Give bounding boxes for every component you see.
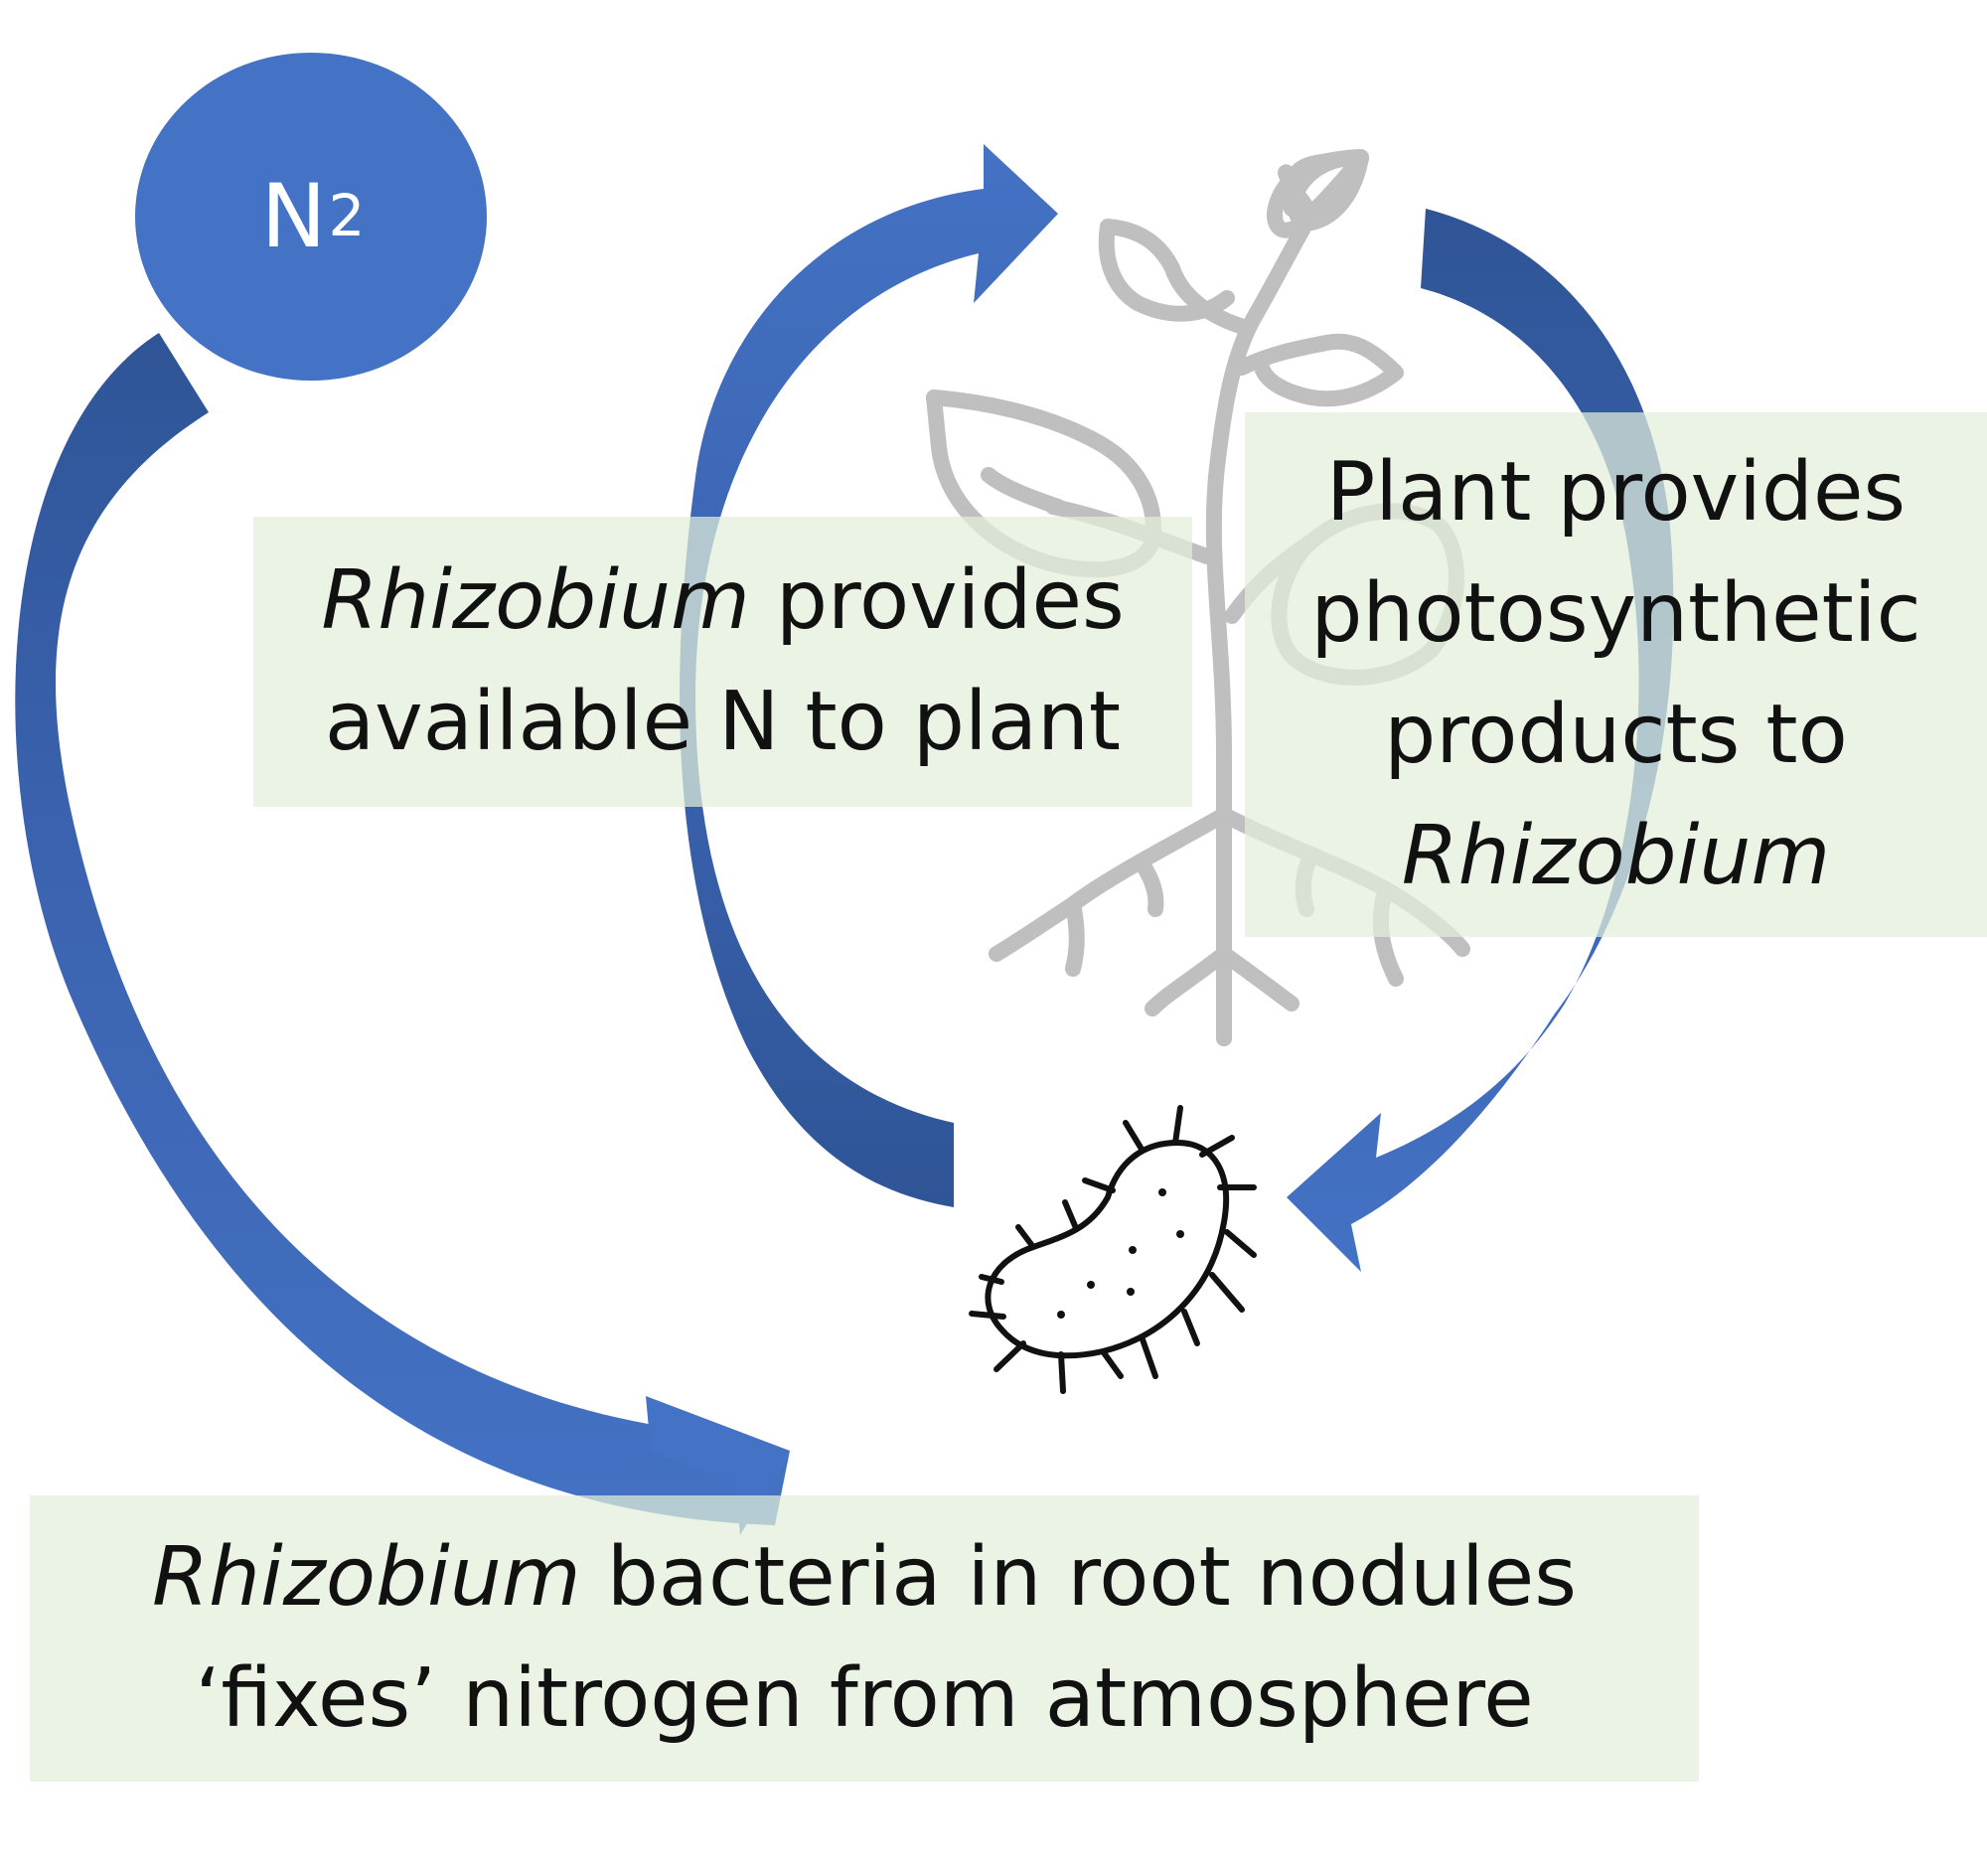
n2-subscript: 2: [328, 182, 366, 249]
n-to-plant-line-2: available N to plant: [324, 675, 1122, 769]
fixation-arrow: [15, 333, 790, 1525]
n-to-plant-arrow: [680, 144, 1058, 1207]
plant-to-rhizobium-textbox: Plant provides photosynthetic products t…: [1245, 412, 1987, 937]
rhizobium-term: Rhizobium: [321, 553, 750, 648]
fixation-line-2: ‘fixes’ nitrogen from atmosphere: [195, 1651, 1534, 1746]
n2-node-circle: [135, 53, 487, 381]
plant-to-rhizobium-line-4: Rhizobium: [1401, 809, 1831, 903]
n-to-plant-line-1: Rhizobium provides: [321, 541, 1124, 662]
plant-to-rhizobium-arrow: [1287, 209, 1674, 1272]
plant-to-rhizobium-line-3: products to: [1384, 688, 1848, 782]
plant-to-rhizobium-line-1: Plant provides: [1325, 445, 1907, 540]
rhizobium-term: Rhizobium: [152, 1530, 581, 1625]
n-to-plant-line-1-rest: provides: [749, 553, 1125, 648]
n-to-plant-textbox: Rhizobium provides available N to plant: [253, 517, 1192, 807]
fixation-line-1-rest: bacteria in root nodules: [580, 1530, 1577, 1625]
fixation-textbox: Rhizobium bacteria in root nodules ‘fixe…: [30, 1495, 1699, 1782]
plant-to-rhizobium-line-2: photosynthetic: [1310, 566, 1921, 661]
n2-symbol: N: [260, 164, 327, 267]
bacterium-icon: [969, 1105, 1257, 1394]
fixation-line-1: Rhizobium bacteria in root nodules: [152, 1517, 1577, 1639]
